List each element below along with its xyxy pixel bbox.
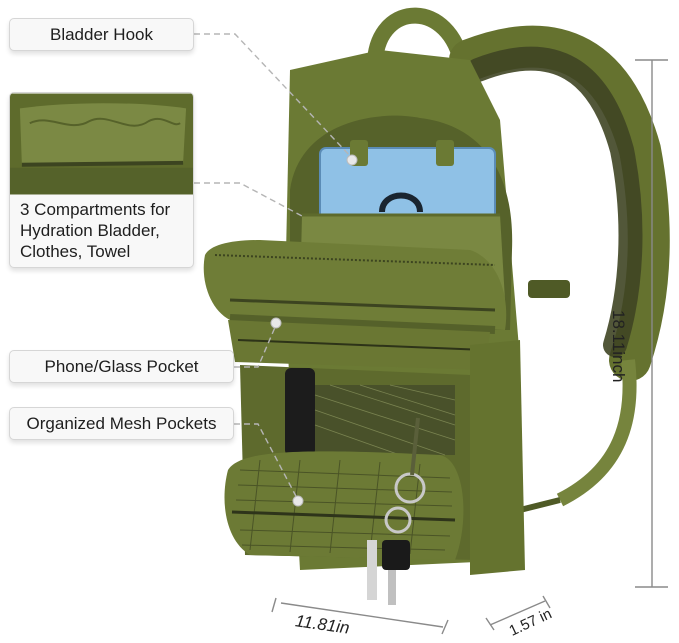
compartment-inset-photo [10,93,193,195]
callout-mesh-pockets: Organized Mesh Pockets [9,407,234,440]
callout-label: 3 Compartments for Hydration Bladder, Cl… [20,200,171,261]
callout-bladder-hook: Bladder Hook [9,18,194,51]
callout-label: Bladder Hook [49,24,153,44]
dimension-height: 18.11inch [609,310,628,383]
callout-label: Organized Mesh Pockets [26,413,217,433]
callout-phone-pocket: Phone/Glass Pocket [9,350,234,383]
callout-label: Phone/Glass Pocket [44,356,199,376]
callout-compartments: 3 Compartments for Hydration Bladder, Cl… [9,92,194,268]
